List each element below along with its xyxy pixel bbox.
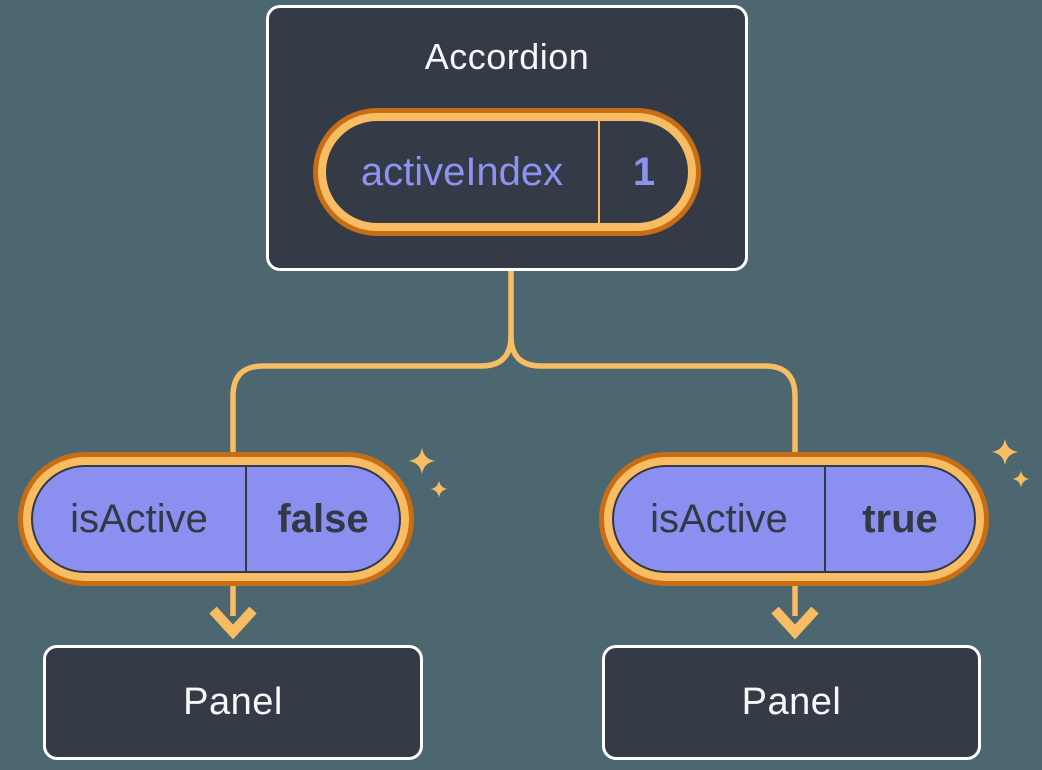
- state-pill-core: activeIndex 1: [326, 121, 688, 223]
- prop-pill-core: isActive false: [31, 465, 401, 573]
- connector-line-left: [230, 335, 514, 616]
- panel-node-left: Panel: [43, 645, 423, 760]
- accordion-title: Accordion: [424, 36, 590, 77]
- panel-title: Panel: [741, 681, 842, 723]
- sparkle-icon: [408, 447, 436, 475]
- prop-pill-core: isActive true: [612, 465, 976, 573]
- prop-pill-inner-ring: isActive false: [23, 457, 409, 581]
- prop-value: false: [277, 496, 369, 541]
- state-pill: activeIndex 1: [313, 108, 701, 236]
- sparkle-icon: [1012, 470, 1030, 488]
- state-value: 1: [632, 149, 656, 194]
- connector-line-right: [508, 335, 798, 616]
- prop-value: true: [862, 496, 938, 541]
- down-arrow-icon: [771, 606, 819, 640]
- accordion-node: Accordion activeIndex 1: [266, 5, 748, 271]
- state-name: activeIndex: [326, 121, 600, 223]
- panel-title: Panel: [183, 681, 283, 723]
- sparkle-icon: [991, 438, 1019, 466]
- panel-node-right: Panel: [602, 645, 981, 760]
- prop-name: isActive: [33, 467, 247, 571]
- prop-name: isActive: [614, 467, 826, 571]
- state-pill-inner-ring: activeIndex 1: [318, 113, 696, 231]
- down-arrow-icon: [209, 606, 257, 640]
- prop-pill-false: isActive false: [18, 452, 414, 586]
- prop-pill-inner-ring: isActive true: [604, 457, 984, 581]
- sparkle-icon: [430, 480, 448, 498]
- prop-pill-true: isActive true: [599, 452, 989, 586]
